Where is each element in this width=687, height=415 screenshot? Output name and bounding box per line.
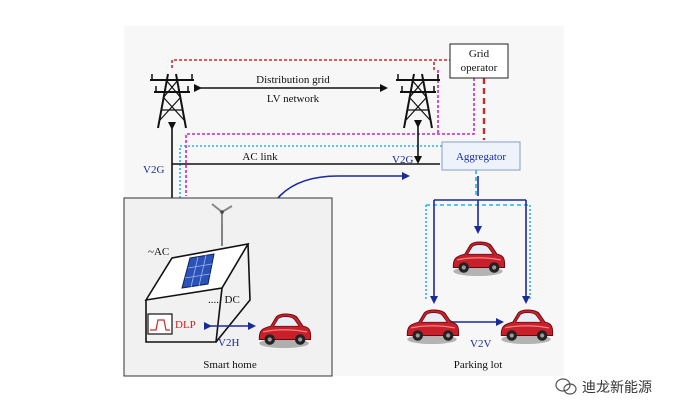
- lv-network-label: LV network: [267, 93, 320, 105]
- ac-label: ~AC: [148, 246, 169, 258]
- grid-operator-control-line: [171, 59, 486, 140]
- distribution-grid-label: Distribution grid: [256, 74, 330, 86]
- v2g-right-label: V2G: [392, 154, 413, 166]
- smart-home-label: Smart home: [203, 359, 257, 371]
- solar-panel-icon: [181, 253, 215, 289]
- dlp-label: DLP: [175, 319, 196, 331]
- ac-link-label: AC link: [242, 151, 278, 163]
- v2h-label: V2H: [218, 337, 239, 349]
- grid-operator-label-2: operator: [461, 62, 498, 74]
- v2v-label: V2V: [470, 338, 491, 350]
- grid-operator-label-1: Grid: [469, 48, 490, 60]
- aggregator-box: Aggregator: [441, 141, 521, 171]
- v2g-left-label: V2G: [143, 164, 164, 176]
- wind-turbine-icon: [211, 203, 233, 246]
- aggregator-label: Aggregator: [456, 151, 506, 163]
- grid-operator-box: Grid operator: [449, 43, 509, 79]
- dlp-display: [147, 313, 173, 335]
- wechat-logo-icon: [555, 378, 577, 395]
- parking-lot-arrows: [430, 176, 530, 304]
- watermark-text: 迪龙新能源: [582, 380, 652, 396]
- parking-lot-label: Parking lot: [454, 359, 503, 371]
- dc-label: ..... DC: [208, 294, 240, 306]
